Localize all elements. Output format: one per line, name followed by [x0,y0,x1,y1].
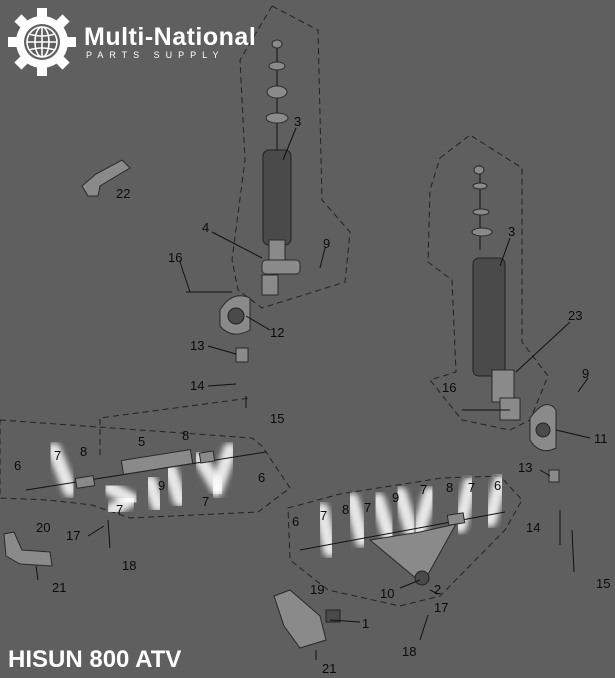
callout-21-left: 21 [52,580,66,595]
callout-20: 20 [36,520,50,535]
model-title: HISUN 800 ATV [8,646,182,673]
callout-12: 12 [270,325,284,340]
callout-7-right-1: 7 [320,508,327,523]
callout-7-right-2: 7 [364,500,371,515]
callout-7-right-3: 7 [420,482,427,497]
callout-2: 2 [434,582,441,597]
callout-18-right: 18 [402,644,416,659]
callout-14-right: 14 [526,520,540,535]
assembly-outlines [0,5,549,607]
brand-tagline: PARTS SUPPLY [86,50,225,60]
steering-knuckle-right [529,404,560,483]
callout-7-left-right: 7 [202,494,209,509]
callout-9-left-lower: 9 [158,478,165,493]
guard-plate-left [3,531,53,567]
callout-5: 5 [138,434,145,449]
left-shock-absorber [261,39,301,296]
callout-8-right-1: 8 [342,502,349,517]
callout-19: 19 [310,582,324,597]
callout-13-right: 13 [518,460,532,475]
bracket-part-22 [81,159,131,197]
brand-logo: Multi-National PARTS SUPPLY [8,8,256,76]
gear-globe-icon [8,8,76,76]
brand-text: Multi-National PARTS SUPPLY [84,24,256,60]
callout-18-left: 18 [122,558,136,573]
callout-7-far-left: 7 [54,448,61,463]
callout-3-left: 3 [294,114,301,129]
guard-plate-right [273,589,341,649]
callout-9-right: 9 [582,366,589,381]
callout-9-right-lower: 9 [392,490,399,505]
callout-16-right: 16 [442,380,456,395]
callout-17-left: 17 [66,528,80,543]
callout-7-right-4: 7 [468,480,475,495]
callout-17-right: 17 [434,600,448,615]
steering-knuckle-left [219,295,251,363]
callout-6-right-left: 6 [292,514,299,529]
callout-22: 22 [116,186,130,201]
callout-21-right: 21 [322,661,336,676]
callout-23: 23 [568,308,582,323]
lower-arm-shaft-right [299,511,506,586]
callout-3-right: 3 [508,224,515,239]
callout-4: 4 [202,220,209,235]
right-shock-absorber [471,165,521,421]
callout-15-left: 15 [270,411,284,426]
callout-13-left: 13 [190,338,204,353]
leader-lines [35,127,591,660]
callout-11: 11 [594,431,608,446]
callout-15-right: 15 [596,576,610,591]
callout-10: 10 [380,586,394,601]
highlight-glows [47,443,507,557]
callout-labels: 3 22 4 9 16 12 13 14 15 6 7 8 5 8 6 7 9 … [14,114,610,676]
callout-9-upper-left: 9 [323,236,330,251]
callout-6-far-left: 6 [14,458,21,473]
callout-6-right-end: 6 [494,478,501,493]
callout-7-left-lower: 7 [116,502,123,517]
callout-8-right-2: 8 [446,480,453,495]
callout-6-left-end: 6 [258,470,265,485]
callout-8-left-mid: 8 [182,428,189,443]
upper-arm-shaft-left [25,449,267,491]
callout-14-left: 14 [190,378,204,393]
callout-8-left: 8 [80,444,87,459]
callout-16-left: 16 [168,250,182,265]
brand-name: Multi-National [84,23,257,51]
callout-1: 1 [362,616,369,631]
